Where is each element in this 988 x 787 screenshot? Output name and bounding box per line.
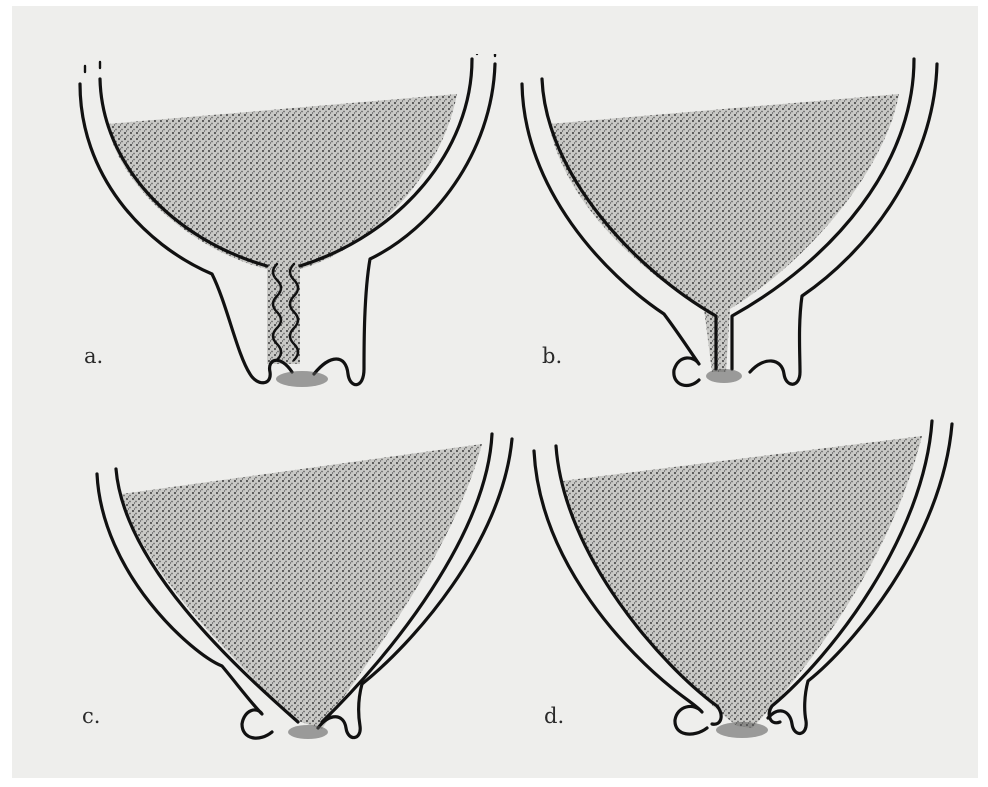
external-os — [716, 722, 768, 738]
external-os — [288, 725, 328, 739]
panel-b: b. — [494, 54, 954, 424]
panel-c: c. — [72, 414, 532, 784]
panel-b-drawing — [494, 54, 954, 424]
panel-c-drawing — [72, 414, 532, 784]
stipple-region — [122, 444, 482, 729]
panel-d-drawing — [512, 406, 972, 776]
external-os — [276, 371, 328, 387]
panel-label-c: c. — [82, 704, 100, 728]
panel-a: a. — [52, 54, 512, 424]
panel-d: d. — [512, 406, 972, 776]
external-os — [706, 369, 742, 383]
stipple-region — [107, 94, 457, 364]
stipple-region — [549, 94, 899, 372]
panel-label-b: b. — [542, 344, 562, 368]
panel-label-d: d. — [544, 704, 564, 728]
figure-panel-background: a. b. — [12, 6, 978, 778]
panel-label-a: a. — [84, 344, 103, 368]
panel-a-drawing — [52, 54, 512, 424]
stipple-region — [562, 436, 922, 728]
